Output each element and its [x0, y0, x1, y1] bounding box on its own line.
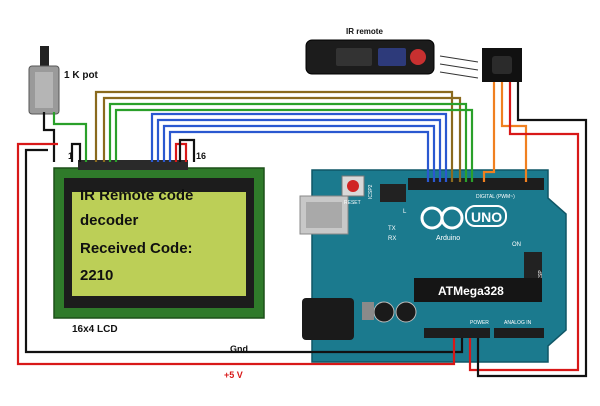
arduino-uno-board: RESET ICSP2 DIGITAL (PWM~) UNO Arduino T… [299, 169, 567, 363]
icsp2-label: ICSP2 [368, 184, 374, 199]
wires [16, 82, 588, 378]
remote-power-button [410, 49, 426, 65]
wire-lcd-black-1 [178, 138, 196, 162]
reset-label: RESET [344, 200, 361, 206]
arduino-logo-right [440, 206, 464, 230]
icsp-label: ICSP [538, 270, 544, 282]
ir-beam-1 [439, 55, 479, 63]
on-label: ON [512, 242, 521, 248]
wire-green-1 [108, 102, 468, 182]
lcd-pin-1-label: 1 [68, 151, 73, 161]
uno-label: UNO [471, 209, 502, 225]
wire-brown-2 [102, 96, 462, 182]
arduino-sub-label: Arduino [436, 235, 460, 242]
ir-remote [305, 39, 435, 75]
lcd-line-3: Received Code: [80, 240, 193, 257]
pot-face [35, 72, 53, 108]
potentiometer [28, 46, 60, 115]
wire-blue-4 [168, 130, 430, 182]
wire-5v [16, 142, 456, 366]
pot-shaft [40, 46, 49, 68]
regulator [362, 302, 374, 320]
wire-blue-2 [156, 118, 442, 182]
pot-label: 1 K pot [64, 70, 99, 81]
atmega-chip [414, 278, 542, 302]
ir-beam-2 [439, 63, 479, 71]
capacitor-2 [395, 301, 417, 323]
wire-blue-1 [150, 112, 448, 182]
lcd-module: IR Remote code decoder Received Code: 22… [53, 160, 265, 319]
wire-brown-pot-digital [94, 90, 454, 182]
capacitor-1 [373, 301, 395, 323]
icsp-header [524, 252, 542, 278]
rx-label: RX [388, 236, 396, 242]
power-header [424, 328, 490, 338]
remote-keypad [336, 48, 372, 66]
usb-connector-inner [306, 202, 342, 228]
wire-blue-3 [162, 124, 436, 182]
analog-label: ANALOG IN [504, 320, 532, 326]
ir-beams [439, 55, 479, 79]
wire-ir-signal [482, 82, 496, 182]
power-jack [302, 298, 354, 340]
lcd-pin-header [78, 160, 188, 170]
wire-ir-vcc [468, 82, 580, 372]
ir-receiver-lens [492, 56, 512, 74]
lcd-line-1: IR Remote code [80, 187, 193, 204]
wire-ir-orange-2 [500, 82, 528, 182]
lcd-screen [72, 192, 246, 296]
ir-beam-3 [439, 71, 479, 79]
digital-header [408, 178, 544, 190]
wire-gnd [24, 148, 464, 354]
atmega-label: ATMega328 [438, 284, 504, 298]
analog-header [494, 328, 544, 338]
lcd-name-label: 16x4 LCD [72, 324, 118, 335]
ir-receiver [482, 48, 522, 82]
digital-label: DIGITAL (PWM~) [476, 194, 515, 200]
icsp2-header [380, 184, 406, 202]
wire-lcd-black-2 [70, 142, 82, 162]
wire-pot-gnd [42, 112, 56, 162]
reset-button-cap[interactable] [347, 180, 359, 192]
ir-remote-label: IR remote [346, 27, 383, 36]
gnd-label: Gnd [230, 344, 248, 354]
lcd-line-2: decoder [80, 212, 139, 229]
l-label: L [403, 209, 407, 215]
wire-ir-gnd [476, 82, 588, 378]
uno-badge [465, 205, 507, 227]
wire-pot-wiper [52, 112, 88, 162]
lcd-line-4: 2210 [80, 267, 113, 284]
power-label: POWER [470, 320, 489, 326]
vcc-label: +5 V [224, 370, 243, 380]
wire-green-2 [114, 108, 474, 182]
tx-label: TX [388, 226, 396, 232]
remote-nav-pad [378, 48, 406, 66]
lcd-pin-16-label: 16 [196, 151, 206, 161]
